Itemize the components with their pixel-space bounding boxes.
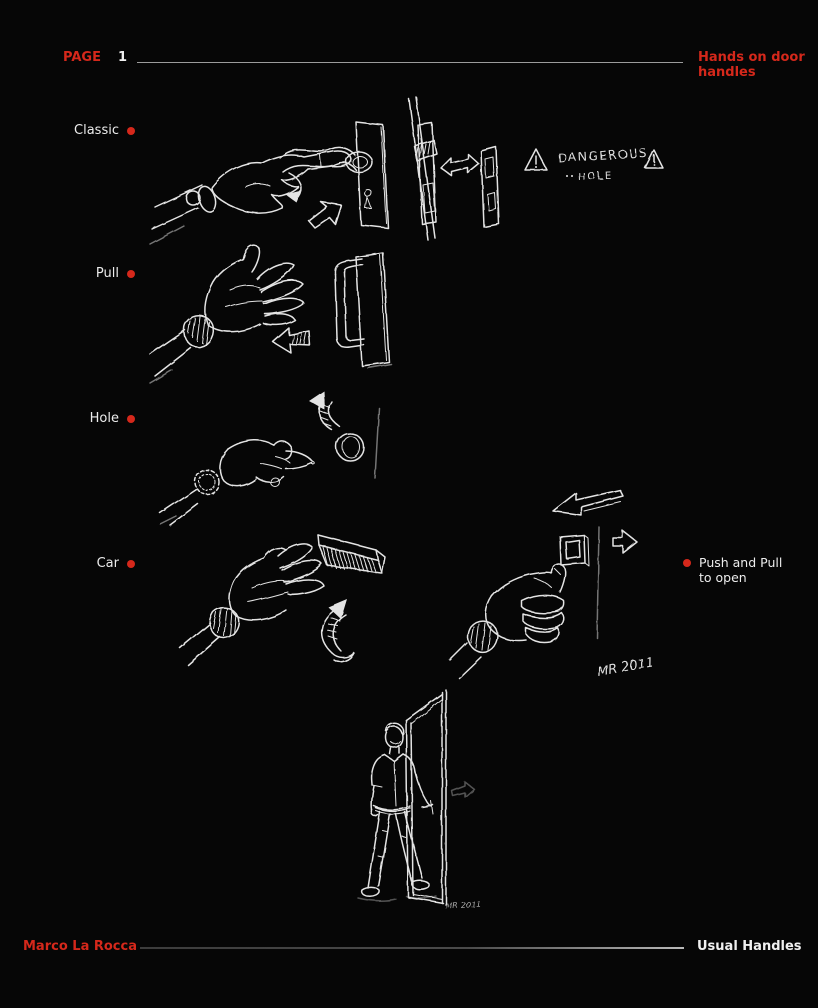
label-pull: Pull (96, 266, 135, 281)
footer-rule (140, 947, 684, 949)
sketch-push-pull-plate: MR 2011 (449, 489, 655, 680)
footer-author: Marco La Rocca (23, 939, 137, 954)
page-label: PAGE (63, 50, 101, 65)
label-pull-text: Pull (95, 266, 119, 281)
label-classic: Classic (74, 123, 135, 138)
page-number: 1 (117, 50, 127, 65)
push-pull-line2: to open (699, 570, 747, 585)
sketch-man-at-door: MR 2011 (357, 689, 482, 911)
signature-text-small: MR 2011 (446, 900, 482, 911)
curved-arrow-icon (309, 391, 340, 431)
push-pull-note: Push and Pull to open (683, 555, 782, 585)
push-pull-line1: Push and Pull (699, 555, 783, 570)
d-handle-sketch (334, 252, 392, 369)
double-arrow-icon (440, 153, 480, 177)
red-dot-icon (127, 559, 135, 568)
red-dot-icon (683, 559, 691, 567)
red-dot-icon (127, 126, 135, 135)
warning-note-sketch: DANGEROUS HOLE (524, 146, 664, 183)
door-edge-line (374, 407, 380, 479)
label-classic-text: Classic (74, 123, 119, 138)
car-handle-sketch (317, 534, 386, 574)
pointing-hand-sketch (159, 439, 315, 526)
footer-project: Usual Handles (697, 939, 802, 954)
label-hole: Hole (90, 411, 135, 426)
door-frame-sketch (405, 689, 447, 906)
signature-text: MR 2011 (596, 655, 655, 680)
pointing-hand-sketch (149, 150, 352, 245)
lift-arrow-icon (321, 599, 355, 663)
warning-text-line2: HOLE (578, 171, 614, 183)
header-rule (137, 62, 683, 63)
hole-ring-sketch (335, 432, 365, 462)
doc-title-line1: Hands on door (698, 50, 805, 65)
open-hand-sketch (179, 543, 325, 666)
sketch-pull-handle (149, 244, 392, 384)
thumb-fist-sketch (449, 563, 566, 679)
pull-arrow-icon (272, 327, 311, 354)
warning-triangle-icon (644, 149, 664, 169)
door-edge-latch-sketch (408, 96, 500, 241)
warning-triangle-icon (524, 148, 548, 171)
label-car: Car (97, 556, 135, 571)
push-pull-note-text: Push and Pull to open (699, 555, 782, 585)
door-edge-line (596, 526, 600, 639)
label-car-text: Car (96, 556, 119, 571)
open-hand-sketch (149, 244, 305, 384)
lever-handle-sketch (279, 121, 389, 229)
red-dot-icon (127, 269, 135, 278)
doc-title: Hands on door handles (698, 50, 805, 80)
sketch-hole-handle (159, 391, 380, 526)
page-header: PAGE 1 (63, 50, 127, 65)
doc-title-line2: handles (698, 65, 756, 80)
right-arrow-icon (612, 530, 638, 554)
sketch-classic-handle: DANGEROUS HOLE (149, 96, 664, 245)
sketch-car-handle (179, 534, 386, 666)
warning-text-line1: DANGEROUS (557, 146, 648, 165)
push-arrow-icon (308, 201, 342, 229)
label-hole-text: Hole (89, 411, 119, 426)
red-dot-icon (127, 414, 135, 423)
man-sketch (357, 722, 437, 902)
faint-arrow-icon (451, 781, 475, 798)
big-left-arrow-icon (552, 489, 624, 516)
rotate-arrow-icon (285, 172, 302, 202)
push-plate-sketch (559, 534, 590, 567)
